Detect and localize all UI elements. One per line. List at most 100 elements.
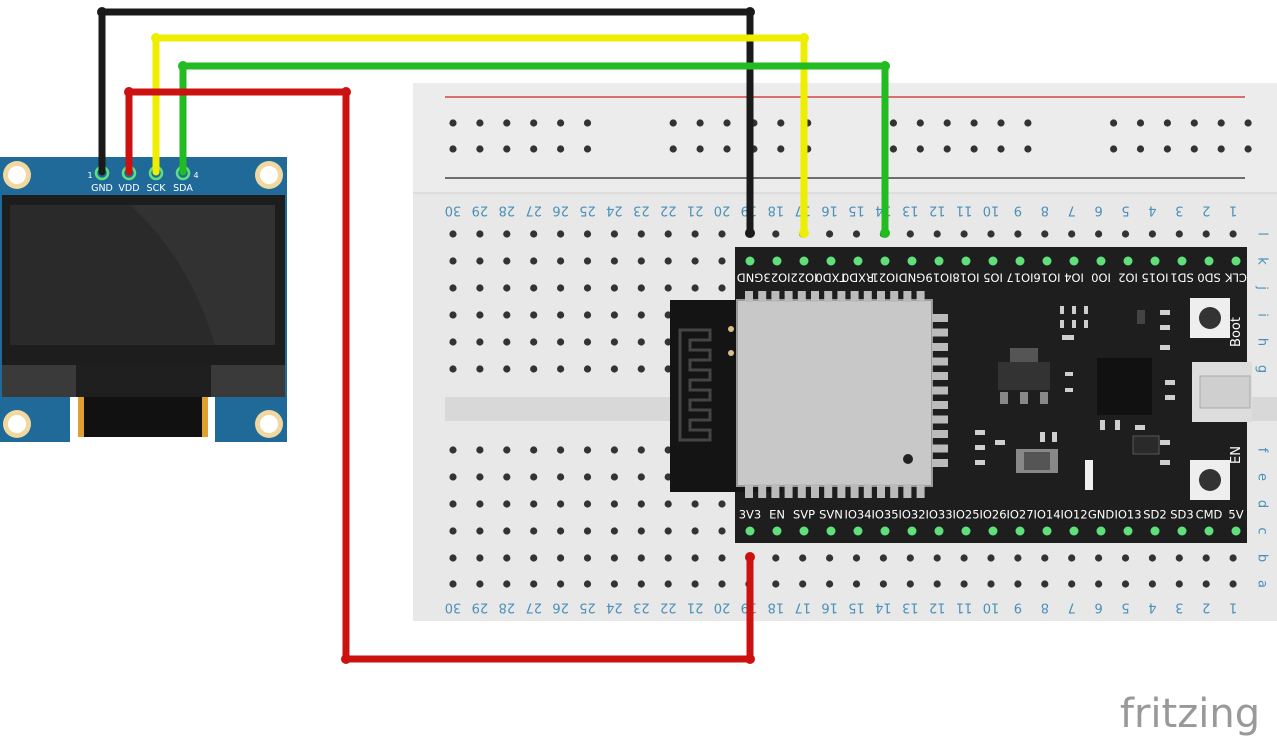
breadboard-hole bbox=[1041, 554, 1049, 562]
breadboard-hole bbox=[987, 230, 995, 238]
breadboard-hole bbox=[610, 338, 619, 346]
column-number: 12 bbox=[929, 600, 946, 615]
rail-hole bbox=[943, 145, 951, 153]
row-letter: f bbox=[1255, 448, 1270, 453]
breadboard-hole bbox=[664, 284, 672, 292]
column-number: 16 bbox=[821, 600, 838, 615]
column-number: 14 bbox=[875, 600, 892, 615]
rail-hole bbox=[503, 119, 511, 127]
breadboard-hole bbox=[987, 554, 995, 562]
esp32-pin bbox=[961, 526, 971, 536]
breadboard-hole bbox=[610, 257, 619, 265]
esp32-top-header bbox=[745, 256, 1241, 266]
row-letter: j bbox=[1255, 285, 1270, 290]
column-number: 10 bbox=[983, 600, 1000, 615]
breadboard-hole bbox=[1041, 230, 1049, 238]
breadboard-hole bbox=[691, 230, 699, 238]
esp32-bottom-pin-label: IO34 bbox=[844, 508, 871, 522]
esp32-bottom-pin-label: SD3 bbox=[1170, 508, 1193, 522]
column-number: 6 bbox=[1094, 203, 1102, 218]
oled-pin-label: SCK bbox=[147, 183, 167, 194]
breadboard-hole bbox=[530, 311, 538, 319]
rail-hole bbox=[503, 145, 511, 153]
esp32-pin bbox=[1123, 526, 1133, 536]
breadboard-hole bbox=[852, 230, 861, 238]
esp32-pin bbox=[1231, 256, 1241, 266]
wire-bend-point bbox=[97, 7, 107, 17]
esp32-bottom-pin-label: IO25 bbox=[952, 508, 979, 522]
breadboard-hole bbox=[664, 230, 672, 238]
rail-hole bbox=[669, 119, 677, 127]
wire-bend-point bbox=[341, 87, 351, 97]
power-rail-holes bbox=[449, 119, 1252, 153]
esp32-top-pin-label: IO23 bbox=[763, 271, 790, 285]
breadboard-hole bbox=[691, 257, 699, 265]
column-number: 5 bbox=[1121, 203, 1129, 218]
wire-bend-point bbox=[745, 552, 755, 562]
breadboard-hole bbox=[799, 554, 807, 562]
breadboard-hole bbox=[476, 311, 484, 319]
breadboard-hole bbox=[503, 473, 511, 481]
breadboard-hole bbox=[530, 338, 538, 346]
breadboard-hole bbox=[557, 554, 565, 562]
esp32-pin bbox=[880, 526, 890, 536]
breadboard-hole bbox=[664, 527, 672, 535]
breadboard-hole bbox=[503, 446, 511, 454]
wire-bend-point bbox=[745, 7, 755, 17]
oled-pin-label: SDA bbox=[173, 183, 193, 194]
breadboard-hole bbox=[960, 230, 968, 238]
rail-hole bbox=[669, 145, 677, 153]
esp32-pin bbox=[1150, 526, 1160, 536]
esp32-bottom-pin-label: IO13 bbox=[1114, 508, 1141, 522]
breadboard-hole bbox=[610, 311, 619, 319]
wire-bend-point bbox=[880, 61, 890, 71]
esp32-bottom-pin-label: IO27 bbox=[1006, 508, 1033, 522]
breadboard-hole bbox=[718, 500, 726, 508]
breadboard-hole bbox=[610, 284, 619, 292]
rail-hole bbox=[1244, 145, 1252, 153]
rail-hole bbox=[1110, 145, 1118, 153]
rail-hole bbox=[1024, 119, 1032, 127]
breadboard-hole bbox=[583, 580, 592, 588]
breadboard-hole bbox=[449, 527, 457, 535]
rail-hole bbox=[997, 119, 1005, 127]
breadboard-hole bbox=[583, 473, 592, 481]
breadboard-hole bbox=[799, 580, 807, 588]
breadboard-hole bbox=[691, 527, 699, 535]
esp32-pin bbox=[826, 526, 836, 536]
rail-hole bbox=[557, 145, 565, 153]
breadboard-hole bbox=[610, 365, 619, 373]
wire-bend-point bbox=[178, 61, 188, 71]
breadboard-hole bbox=[476, 365, 484, 373]
esp32-pin bbox=[880, 256, 890, 266]
esp32-pin bbox=[853, 256, 863, 266]
breadboard-hole bbox=[826, 230, 834, 238]
column-number: 8 bbox=[1041, 600, 1049, 615]
rail-hole bbox=[696, 145, 704, 153]
breadboard-hole bbox=[1175, 554, 1183, 562]
column-number: 4 bbox=[1148, 600, 1156, 615]
breadboard-hole bbox=[503, 500, 511, 508]
breadboard-hole bbox=[583, 230, 592, 238]
wire-bend-point bbox=[341, 654, 351, 664]
esp32-top-pin-label: CLK bbox=[1225, 271, 1247, 285]
esp32-pin bbox=[772, 526, 782, 536]
column-number: 30 bbox=[445, 600, 462, 615]
breadboard-hole bbox=[772, 580, 780, 588]
breadboard-hole bbox=[583, 365, 592, 373]
column-number: 15 bbox=[848, 203, 865, 218]
esp32-bottom-pin-label: EN bbox=[769, 508, 785, 522]
breadboard-hole bbox=[476, 580, 484, 588]
esp32-pin bbox=[1150, 256, 1160, 266]
antenna-trace bbox=[678, 328, 712, 442]
esp32-bottom-pin-label: 3V3 bbox=[739, 508, 762, 522]
breadboard-hole bbox=[530, 257, 538, 265]
column-number: 28 bbox=[499, 203, 516, 218]
column-number: 18 bbox=[768, 203, 785, 218]
breadboard-hole bbox=[1095, 580, 1103, 588]
esp32-bottom-pin-label: IO32 bbox=[898, 508, 925, 522]
breadboard-hole bbox=[826, 580, 834, 588]
breadboard-hole bbox=[718, 284, 726, 292]
breadboard-hole bbox=[1014, 554, 1022, 562]
